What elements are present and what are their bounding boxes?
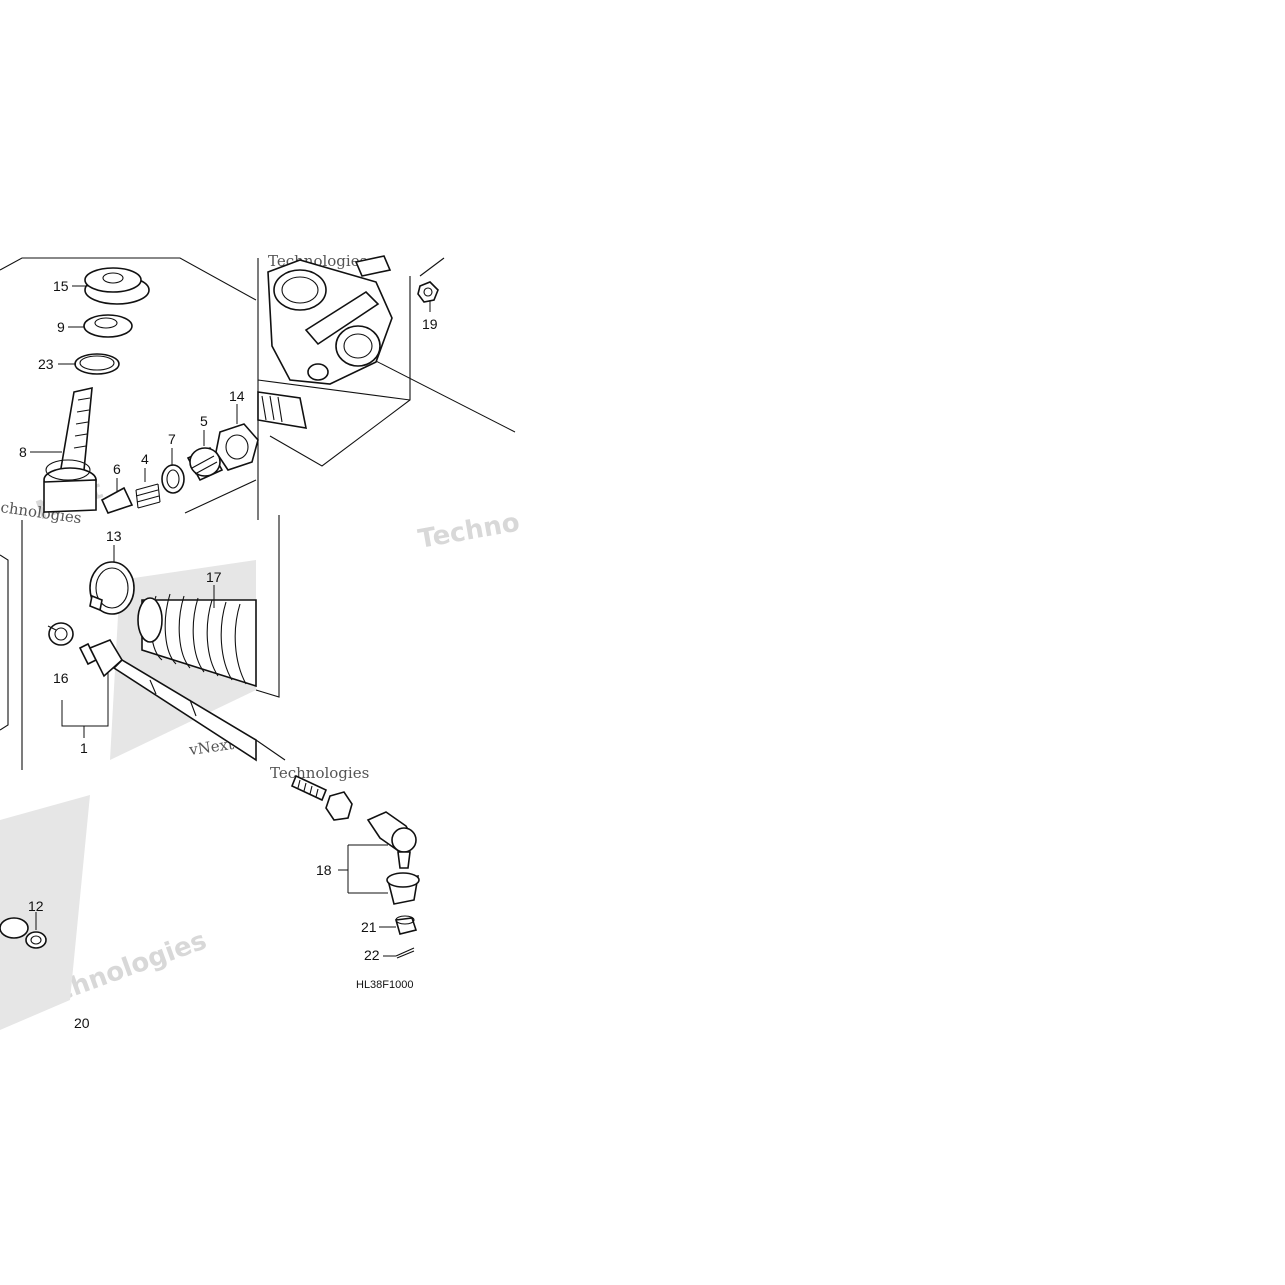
upper-left-section bbox=[0, 257, 259, 514]
lock-nut-part bbox=[215, 423, 259, 471]
callout-leaders bbox=[30, 285, 431, 930]
callout-labels: 15 9 23 8 6 4 7 5 14 19 13 17 16 1 18 21… bbox=[19, 278, 438, 1031]
callout-23: 23 bbox=[38, 356, 54, 372]
adjusting-bolt-part bbox=[290, 774, 328, 802]
guide-screw-part bbox=[186, 446, 224, 482]
snap-ring-part bbox=[74, 353, 120, 375]
rack-boot-part bbox=[137, 593, 257, 688]
jam-nut-part bbox=[325, 791, 353, 821]
callout-22: 22 bbox=[364, 947, 380, 963]
washer-part bbox=[83, 314, 133, 338]
dust-seal-part bbox=[84, 267, 150, 305]
watermark-text: Technologies bbox=[270, 764, 369, 782]
tie-rod-end-part bbox=[366, 811, 417, 869]
castle-nut-part bbox=[394, 915, 418, 935]
watermark-text: Techno bbox=[416, 508, 522, 555]
spring-part bbox=[135, 483, 161, 509]
section-frame bbox=[0, 554, 9, 731]
section-frame bbox=[0, 257, 257, 301]
callout-12: 12 bbox=[28, 898, 44, 914]
lock-washer-part bbox=[48, 622, 74, 646]
section-frame bbox=[255, 739, 286, 761]
section-frame bbox=[269, 276, 411, 467]
leader-line bbox=[61, 672, 109, 727]
middle-section bbox=[0, 515, 280, 770]
callout-9: 9 bbox=[57, 319, 65, 335]
section-frame bbox=[255, 515, 280, 698]
callout-14: 14 bbox=[229, 388, 245, 404]
callout-4: 4 bbox=[141, 451, 149, 467]
callout-16: 16 bbox=[53, 670, 69, 686]
lower-left-section bbox=[0, 917, 47, 949]
callout-8: 8 bbox=[19, 444, 27, 460]
cotter-pin-part bbox=[395, 947, 415, 959]
o-ring-part bbox=[161, 464, 185, 494]
flange-nut-part bbox=[417, 281, 439, 303]
leader-line bbox=[369, 357, 516, 433]
callout-20: 20 bbox=[74, 1015, 90, 1031]
callout-5: 5 bbox=[200, 413, 208, 429]
diagram-part-code: HL38F1000 bbox=[356, 979, 414, 991]
callout-15: 15 bbox=[53, 278, 69, 294]
leader-line bbox=[47, 625, 57, 631]
callout-19: 19 bbox=[422, 316, 438, 332]
section-frame bbox=[257, 379, 411, 401]
ball-joint-boot-part bbox=[386, 872, 420, 905]
callout-1: 1 bbox=[80, 740, 88, 756]
section-frame bbox=[419, 257, 445, 277]
leader-line bbox=[338, 844, 388, 894]
callout-7: 7 bbox=[168, 431, 176, 447]
boot-end-part bbox=[0, 917, 29, 939]
callout-17: 17 bbox=[206, 569, 222, 585]
callout-18: 18 bbox=[316, 862, 332, 878]
pinion-shaft-part bbox=[43, 386, 97, 513]
gearbox-housing-section bbox=[257, 255, 516, 520]
boot-clamp-part bbox=[25, 931, 47, 949]
boot-band-part bbox=[89, 561, 135, 615]
callout-6: 6 bbox=[113, 461, 121, 477]
callout-13: 13 bbox=[106, 528, 122, 544]
section-frame bbox=[184, 479, 257, 514]
tie-rod-end-section bbox=[255, 739, 420, 959]
callout-21: 21 bbox=[361, 919, 377, 935]
